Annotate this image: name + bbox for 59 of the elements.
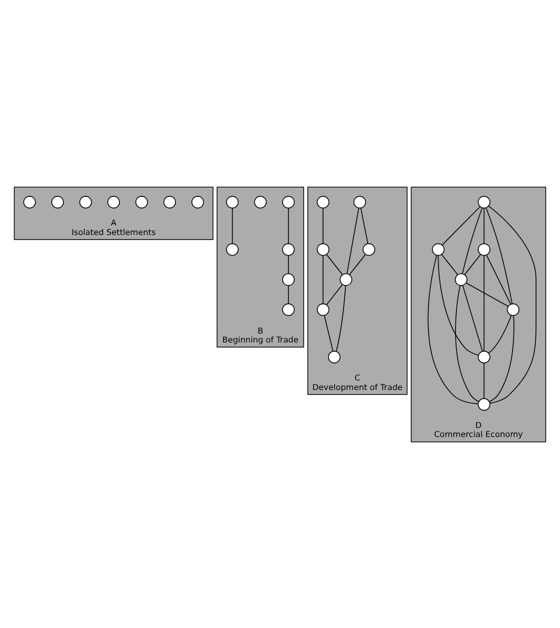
connector — [232, 207, 233, 244]
node-circle — [107, 195, 120, 208]
cluster: A Isolated Settlements — [14, 186, 214, 240]
node-circle — [282, 272, 295, 286]
node-circle — [478, 350, 490, 363]
connector — [322, 254, 324, 304]
node-circle — [282, 302, 295, 316]
node-circle — [316, 242, 330, 256]
node-circle — [328, 350, 341, 363]
connector — [288, 284, 289, 304]
node-circle — [340, 272, 352, 286]
connector — [322, 207, 324, 244]
connector — [438, 254, 479, 356]
node-circle — [226, 242, 239, 256]
node-circle — [506, 302, 520, 316]
connector — [486, 206, 513, 304]
node-circle — [353, 195, 366, 208]
node-circle — [316, 302, 330, 316]
connector — [462, 284, 483, 352]
connector — [462, 206, 483, 274]
connector — [488, 314, 514, 402]
connector — [324, 314, 334, 352]
node-circle — [282, 195, 295, 208]
connector — [326, 283, 343, 305]
node-circle — [163, 195, 176, 208]
node-circle — [316, 195, 330, 208]
node-circle — [191, 195, 204, 208]
node-circle — [79, 195, 92, 208]
node-circle — [51, 195, 64, 208]
connector — [326, 253, 343, 275]
cluster: C Development of Trade — [307, 186, 408, 394]
connector — [488, 205, 536, 404]
node-circle — [454, 272, 468, 286]
connector — [288, 254, 289, 274]
cluster: D Commercial Economy — [410, 186, 546, 442]
connector — [346, 207, 360, 274]
connector — [336, 284, 346, 352]
connector — [455, 284, 480, 402]
node-circle — [478, 242, 490, 256]
connector — [441, 253, 458, 275]
connector — [442, 206, 481, 245]
connector — [486, 254, 512, 304]
connector — [348, 253, 366, 275]
connector — [488, 314, 512, 354]
connector — [464, 253, 482, 275]
node-circle — [226, 195, 239, 208]
connector — [288, 207, 289, 244]
node-circle — [254, 195, 267, 208]
connector — [360, 207, 368, 244]
node-circle — [432, 242, 444, 256]
node-circle — [282, 242, 295, 256]
node-circle — [478, 195, 490, 208]
cluster: B Beginning of Trade — [216, 186, 304, 347]
node-circle — [478, 398, 490, 410]
connector — [428, 254, 478, 404]
connector — [466, 282, 509, 306]
node-circle — [23, 195, 36, 208]
node-circle — [362, 242, 376, 256]
node-circle — [135, 195, 148, 208]
